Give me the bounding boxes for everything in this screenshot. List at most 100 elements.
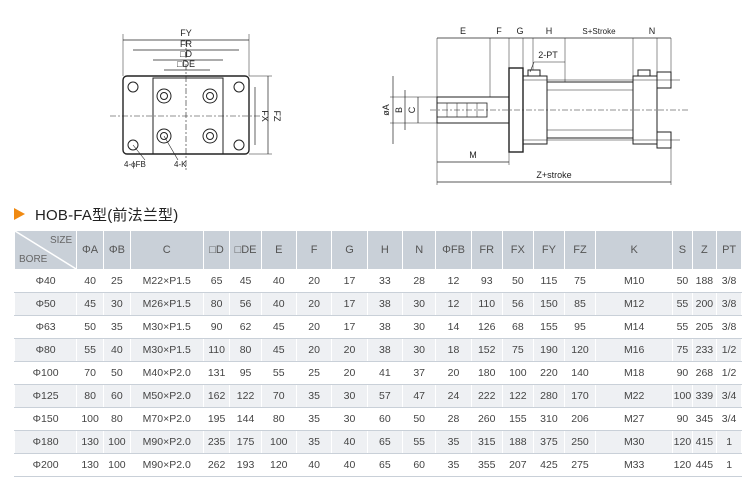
table-cell: 40 xyxy=(260,292,297,316)
table-cell: 262 xyxy=(202,453,231,477)
table-cell: M33 xyxy=(595,453,674,477)
table-cell: 80 xyxy=(102,407,131,431)
table-cell: 3/8 xyxy=(716,292,742,316)
table-cell: 50 xyxy=(102,361,131,385)
label-fr: FR xyxy=(180,39,192,49)
orange-arrow-icon xyxy=(14,208,25,220)
table-cell: 65 xyxy=(202,269,231,293)
table-cell: 180 xyxy=(470,361,503,385)
table-cell: 90 xyxy=(202,315,231,339)
table-cell: 235 xyxy=(202,430,231,454)
table-cell: 80 xyxy=(202,292,231,316)
column-header: C xyxy=(129,230,204,270)
table-cell: M30 xyxy=(595,430,674,454)
table-cell: 30 xyxy=(331,407,368,431)
table-cell: 20 xyxy=(295,338,333,362)
table-cell: 120 xyxy=(672,430,693,454)
table-cell: 20 xyxy=(295,315,333,339)
column-header: □D xyxy=(202,230,231,270)
table-cell: 28 xyxy=(402,269,437,293)
table-cell: 152 xyxy=(470,338,503,362)
table-cell: 250 xyxy=(563,430,597,454)
column-header: ΦB xyxy=(102,230,131,270)
table-cell: 55 xyxy=(260,361,297,385)
table-cell: 206 xyxy=(563,407,597,431)
table-cell: 95 xyxy=(229,361,262,385)
table-cell: 17 xyxy=(331,292,368,316)
table-cell: 188 xyxy=(691,269,718,293)
label-b: B xyxy=(394,107,404,113)
table-cell: 40 xyxy=(331,453,368,477)
table-cell: 3/8 xyxy=(716,315,742,339)
bore-cell: Φ150 xyxy=(13,407,78,431)
table-cell: 120 xyxy=(563,338,597,362)
table-cell: 175 xyxy=(229,430,262,454)
table-cell: 275 xyxy=(563,453,597,477)
column-header: □DE xyxy=(229,230,262,270)
table-cell: M70×P2.0 xyxy=(129,407,204,431)
table-cell: 93 xyxy=(470,269,503,293)
table-cell: 62 xyxy=(229,315,262,339)
table-cell: 35 xyxy=(435,430,472,454)
column-header: FY xyxy=(532,230,565,270)
table-cell: 144 xyxy=(229,407,262,431)
table-cell: 155 xyxy=(532,315,565,339)
table-cell: 50 xyxy=(501,269,534,293)
column-header: Z xyxy=(691,230,718,270)
label-fx: FX xyxy=(260,110,270,122)
table-cell: 60 xyxy=(366,407,404,431)
table-cell: 35 xyxy=(295,384,333,408)
label-s-stroke: S+Stroke xyxy=(582,27,616,36)
table-cell: 24 xyxy=(435,384,472,408)
table-cell: 30 xyxy=(102,292,131,316)
table-cell: M18 xyxy=(595,361,674,385)
label-e: E xyxy=(460,26,466,36)
table-cell: 80 xyxy=(76,384,104,408)
bore-cell: Φ63 xyxy=(13,315,78,339)
table-cell: 55 xyxy=(76,338,104,362)
technical-drawing: FY FR □D □DE FX FZ 4-ϕFB 4-K E F G H S+S… xyxy=(110,26,690,185)
table-cell: 120 xyxy=(260,453,297,477)
table-cell: 100 xyxy=(102,453,131,477)
table-cell: 207 xyxy=(501,453,534,477)
table-cell: 445 xyxy=(691,453,718,477)
table-cell: 1/2 xyxy=(716,361,742,385)
table-cell: 100 xyxy=(672,384,693,408)
label-de: □DE xyxy=(177,59,195,69)
table-cell: 40 xyxy=(260,269,297,293)
table-cell: 28 xyxy=(435,407,472,431)
table-cell: 38 xyxy=(366,338,404,362)
table-cell: 20 xyxy=(331,338,368,362)
table-cell: 17 xyxy=(331,269,368,293)
table-cell: 375 xyxy=(532,430,565,454)
table-cell: 170 xyxy=(563,384,597,408)
column-header: PT xyxy=(716,230,742,270)
table-cell: 65 xyxy=(366,430,404,454)
table-cell: M16 xyxy=(595,338,674,362)
table-cell: 57 xyxy=(366,384,404,408)
header-corner: SIZE BORE xyxy=(13,230,78,270)
table-cell: 120 xyxy=(672,453,693,477)
column-header: S xyxy=(672,230,693,270)
table-cell: 1 xyxy=(716,430,742,454)
bore-cell: Φ50 xyxy=(13,292,78,316)
table-cell: M10 xyxy=(595,269,674,293)
label-fz: FZ xyxy=(272,111,282,122)
label-h: H xyxy=(546,26,553,36)
table-cell: 45 xyxy=(229,269,262,293)
table-cell: 37 xyxy=(402,361,437,385)
table-cell: 75 xyxy=(501,338,534,362)
table-cell: M50×P2.0 xyxy=(129,384,204,408)
table-cell: 65 xyxy=(366,453,404,477)
column-header: G xyxy=(331,230,368,270)
section-heading: HOB-FA型(前法兰型) xyxy=(14,202,178,226)
label-z-stroke: Z+stroke xyxy=(536,170,571,180)
table-cell: 110 xyxy=(470,292,503,316)
table-cell: M40×P2.0 xyxy=(129,361,204,385)
table-cell: 30 xyxy=(402,292,437,316)
label-fy: FY xyxy=(180,28,192,38)
